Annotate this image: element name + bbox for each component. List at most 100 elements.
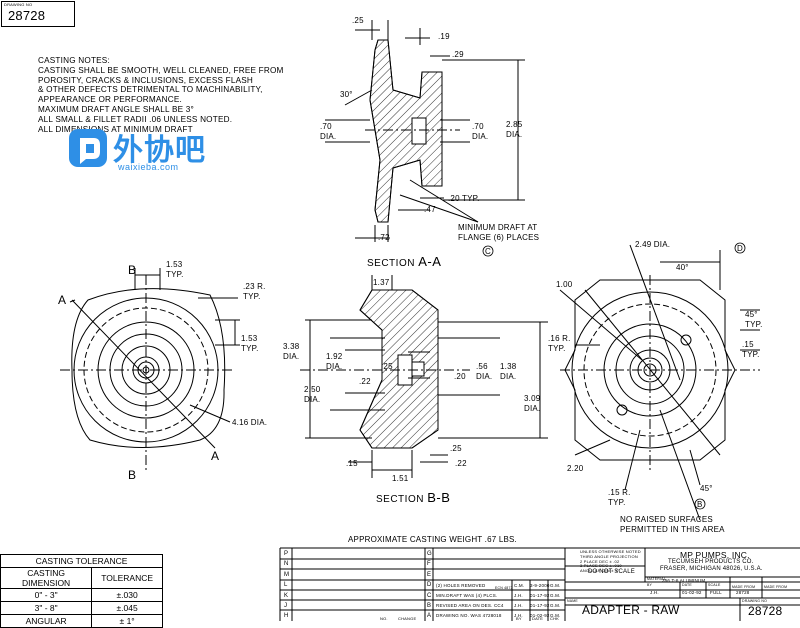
dim-text: DIA. (283, 352, 300, 361)
rev-letter: D (427, 582, 432, 589)
dim-text: DIA. (476, 372, 493, 381)
rev-header-no: NO. (380, 616, 388, 621)
rev-change: DRAWING NO. WAS 4728018 (436, 613, 502, 618)
dim-text: DIA. (320, 132, 337, 141)
tolerance-notes: UNLESS OTHERWISE NOTED THIRD ANGLE PROJE… (580, 549, 641, 574)
drawing-number: 28728 (8, 8, 46, 23)
dim-text: .70 (472, 122, 484, 131)
rev-init: G.M. (550, 593, 561, 598)
dim-text: TYP. (243, 292, 261, 301)
section-marker-a: A (58, 293, 67, 307)
dim-text: DIA. (506, 130, 523, 139)
note-line: ALL DIMENSIONS AT MINIMUM DRAFT (38, 124, 193, 134)
dim-text: .23 R. (243, 282, 266, 291)
dim-text: DIA. (472, 132, 489, 141)
do-not-scale: DO NOT SCALE (588, 569, 635, 575)
front-view-right (559, 244, 760, 521)
watermark-logo-icon (69, 129, 107, 167)
revision-inits: G.M. G.M. G.M. G.M. (550, 581, 561, 621)
material-label: MATERIAL (647, 577, 666, 581)
dim-text: .22 (455, 459, 467, 468)
tol-line: THIRD ANGLE PROJECTION (580, 553, 638, 559)
dim-text: 2.20 (567, 464, 584, 473)
note-line: CASTING SHALL BE SMOOTH, WELL CLEANED, F… (38, 65, 284, 75)
table-row: 3" - 8" ±.045 (0, 601, 163, 615)
tolerance-dim: 0" - 3" (0, 588, 93, 602)
rev-letter: F (427, 561, 431, 568)
dim-text: 45° (700, 484, 713, 493)
tolerance-title: CASTING TOLERANCE (0, 554, 163, 568)
rev-code: J.H. (514, 603, 523, 608)
rev-code: J.H. (514, 593, 523, 598)
revision-changes: (2) HOLES REMOVED MIN.DRAFT WAS (4) PLCS… (436, 581, 504, 621)
dim-text: .20 TYP. (448, 194, 480, 203)
dim-text: .22 (359, 377, 371, 386)
tolerance-value: ± 1° (91, 614, 163, 628)
callout-b: B (697, 500, 703, 509)
dim-text: TYP. (742, 350, 760, 359)
dim-text: TYP. (166, 270, 184, 279)
dim-text: .15 (346, 459, 358, 468)
dim-text: 3.38 (283, 342, 300, 351)
company-sub2: FRASER, MICHIGAN 48026, U.S.A. (660, 566, 763, 572)
rev-change: (2) HOLES REMOVED (436, 583, 486, 588)
dim-text: 2.50 (304, 385, 321, 394)
watermark-url: waixieba.com (118, 162, 179, 172)
rev-change: MIN.DRAFT WAS (4) PLCS. (436, 593, 498, 598)
dim-text: 2.85 (506, 120, 523, 129)
dim-text: TYP. (608, 498, 626, 507)
rev-letter: C (427, 592, 432, 599)
rev-letter: K (284, 592, 289, 599)
date-label: DATE (682, 583, 692, 587)
drawing-number-box: DRAWING NO 28728 (1, 1, 75, 27)
tolerance-header: TOLERANCE (91, 567, 163, 589)
dim-text: 3.09 (524, 394, 541, 403)
section-marker-a: A (211, 449, 220, 463)
dim-text: TYP. (548, 344, 566, 353)
dim-text: FLANGE (6) PLACES (458, 233, 540, 242)
dim-text: .47 (424, 205, 436, 214)
made-from-value: 28728 (736, 590, 750, 595)
dim-text: .15 (742, 340, 754, 349)
rev-letter: M (284, 571, 290, 578)
dim-text: TYP. (241, 344, 259, 353)
rev-header-date: DATE (532, 616, 544, 621)
dim-text: 1.53 (241, 334, 258, 343)
section-marker-b: B (128, 468, 137, 482)
rev-code: C.M. (514, 583, 525, 588)
rev-date: 01-17-92 (530, 593, 550, 598)
dim-text: .20 (454, 372, 466, 381)
rev-letter: E (427, 571, 432, 578)
rev-note: ECN 4873 (495, 586, 513, 590)
rev-date: 01-17-92 (530, 603, 550, 608)
tol-header: UNLESS OTHERWISE NOTED (580, 549, 641, 554)
section-marker-b: B (128, 263, 137, 277)
dim-text: PERMITTED IN THIS AREA (620, 525, 725, 534)
dim-text: .15 R. (608, 488, 631, 497)
rev-change: REVISED AREA ON DES. CC4 (436, 603, 504, 608)
drawing-number-label: DRAWING NO (4, 2, 33, 7)
scale-value: FULL (710, 590, 722, 595)
date-value: 01-02-92 (682, 590, 702, 595)
note-line: ALL SMALL & FILLET RADII .06 UNLESS NOTE… (38, 114, 233, 124)
tol-line: 3 PLACE DEC ± .010 (580, 563, 622, 569)
dim-text: DIA. (524, 404, 541, 413)
rev-letter: N (284, 561, 289, 568)
scale-label: SCALE (708, 583, 721, 587)
dim-text: .72 (378, 233, 390, 242)
rev-date: 01-02-92 (530, 613, 550, 618)
dim-text: DIA. (326, 362, 343, 371)
front-view-left (60, 268, 240, 470)
rev-header-change: CHANGE (398, 616, 417, 621)
note-line: APPEARANCE OR PERFORMANCE. (38, 95, 182, 105)
note-line: & OTHER DEFECTS DETRIMENTAL TO MACHINABI… (38, 85, 263, 95)
section-bb-view (300, 275, 548, 478)
dim-text: 1.92 (326, 352, 343, 361)
dim-text: .29 (452, 50, 464, 59)
material-value: 356 T-6 ALUMINUM (662, 578, 706, 583)
dim-text: 1.37 (373, 278, 390, 287)
table-row: ANGULAR ± 1° (0, 614, 163, 628)
dim-text: MINIMUM DRAFT AT (458, 223, 538, 232)
dim-text: 45° (745, 310, 758, 319)
section-aa-view (325, 20, 525, 242)
